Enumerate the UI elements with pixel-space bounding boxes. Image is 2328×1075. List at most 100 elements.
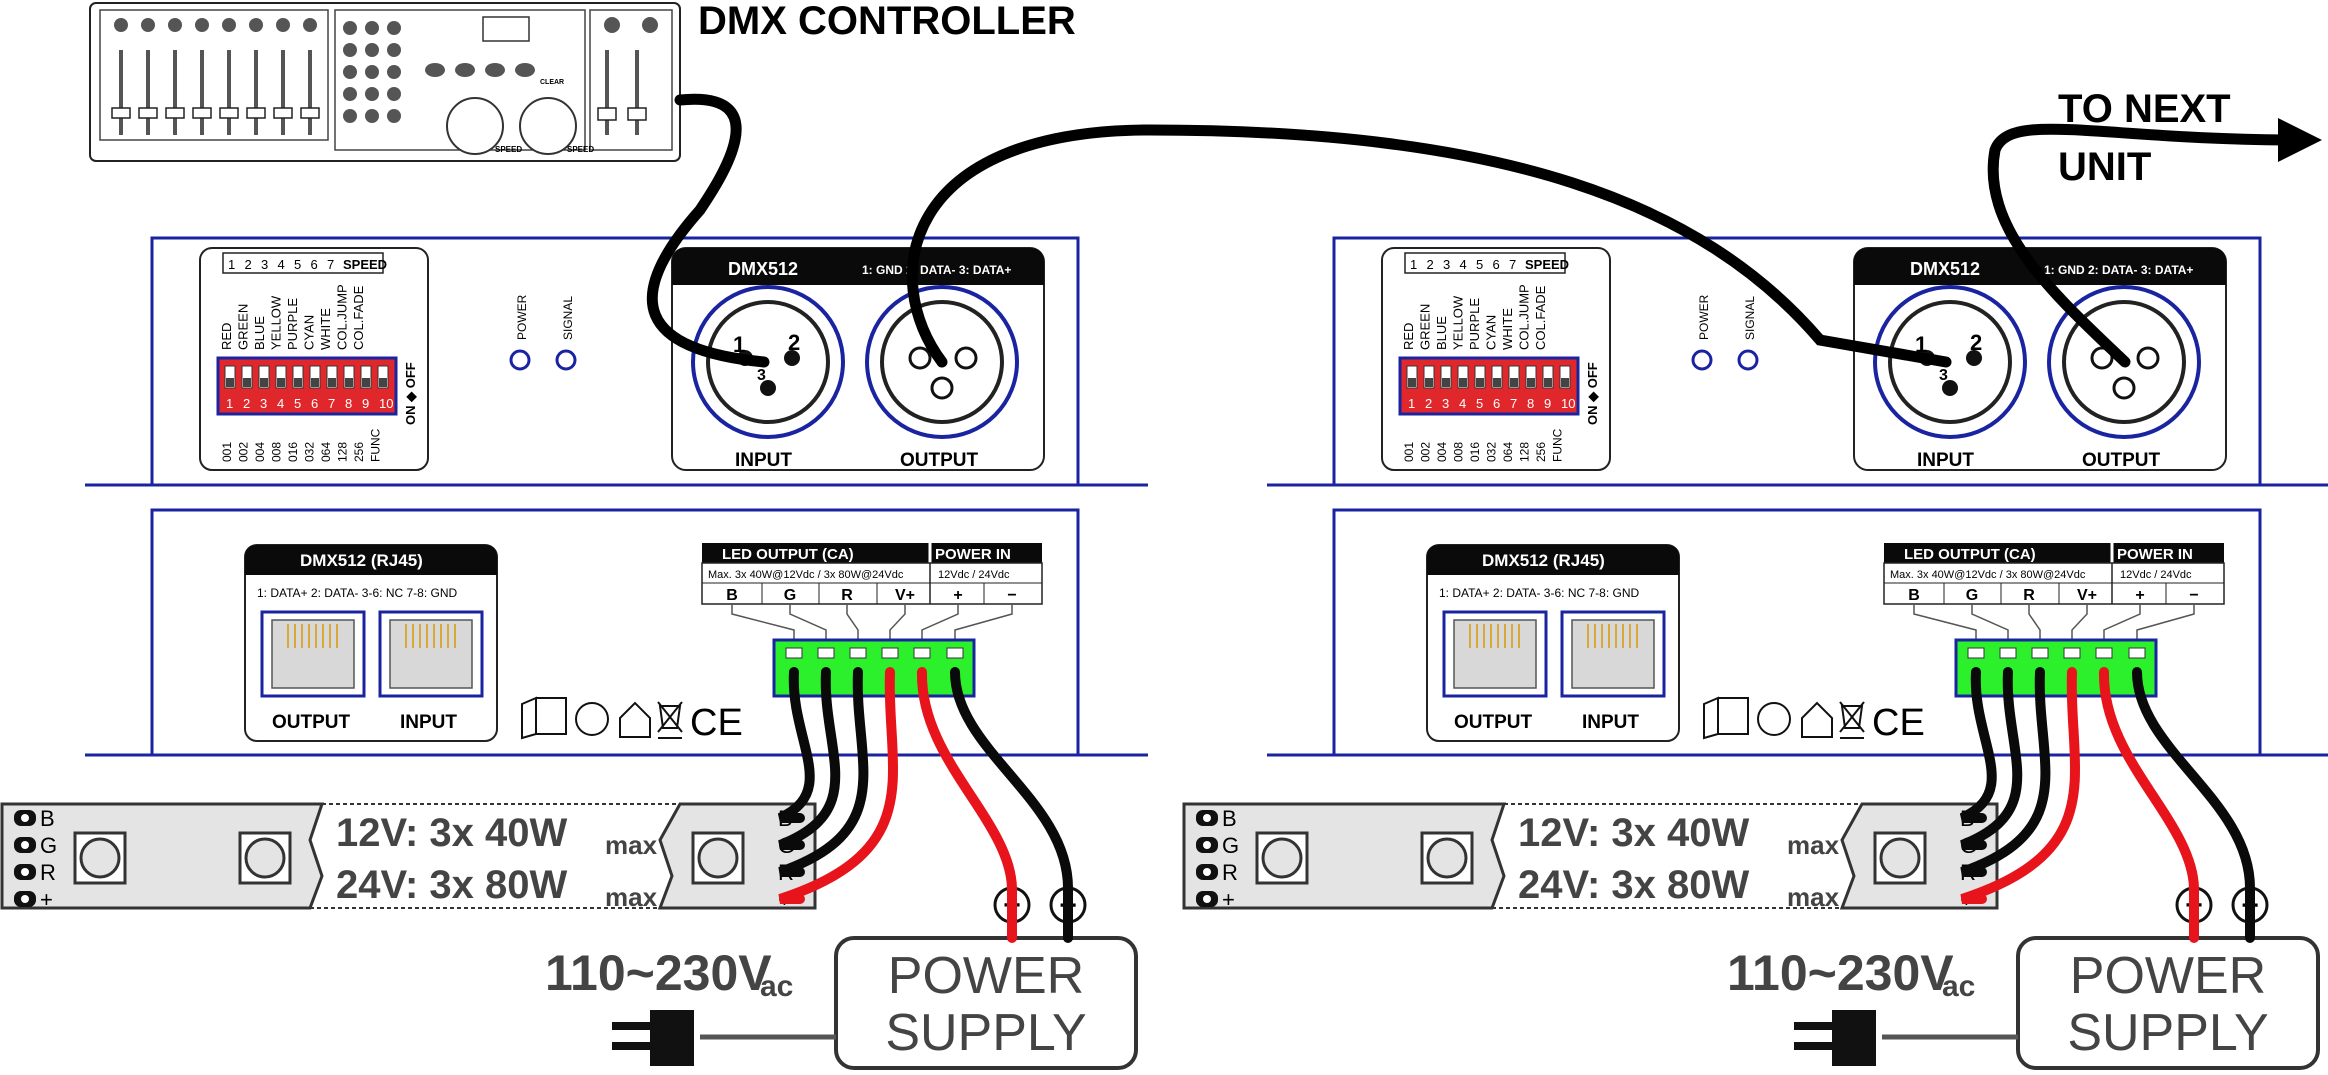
controller-button-icon: [249, 18, 263, 32]
dip-switch-toggle[interactable]: [1542, 365, 1554, 389]
dip-switch-toggle[interactable]: [224, 365, 236, 389]
xlr-pin-number: 1: [1915, 332, 1927, 357]
unit2-output-to-next-unit-cable: [1987, 117, 2322, 368]
dip-switch-number: 10: [379, 396, 393, 411]
controller-button-icon: [303, 18, 317, 32]
dip-function-number: 6: [1493, 257, 1500, 272]
controller-fader-knob: [192, 107, 212, 119]
dip-switch-toggle[interactable]: [258, 365, 270, 389]
rj45-panel: DMX512 (RJ45)1: DATA+ 2: DATA- 3-6: NC 7…: [244, 544, 498, 742]
unit1-output-to-unit2-input-cable: [906, 124, 1952, 368]
dip-switch-toggle[interactable]: [292, 365, 304, 389]
manual-icon: [521, 696, 567, 740]
dip-switch-toggle[interactable]: [1406, 365, 1418, 389]
terminal-screw-icon: [913, 647, 931, 659]
dip-switch-toggle[interactable]: [1525, 365, 1537, 389]
terminal-label: G: [1966, 587, 1978, 604]
rj45-input-label: INPUT: [400, 712, 457, 733]
dip-switch-number: 6: [1493, 396, 1500, 411]
dip-address-value: 032: [1485, 442, 1499, 462]
next-unit-label-line1: TO NEXT: [2058, 87, 2231, 131]
controller-fader-track: [281, 50, 285, 135]
dip-address-value: 128: [1518, 442, 1532, 462]
dip-switch-number: 5: [1476, 396, 1483, 411]
led-wiring: [777, 667, 1073, 943]
dip-switch-number: 6: [311, 396, 318, 411]
dip-address-value: FUNC: [369, 428, 383, 462]
dip-address-value: 064: [1501, 442, 1515, 462]
controller-function-key-icon: [455, 63, 475, 77]
top-panel-outline: [1332, 236, 2262, 485]
power-supply-box: [2016, 936, 2320, 1070]
dip-switch-toggle[interactable]: [1491, 365, 1503, 389]
dip-switch-number: 8: [345, 396, 352, 411]
terminal-label: V+: [895, 587, 915, 604]
xlr-pinout: 1: GND 2: DATA- 3: DATA+: [862, 263, 1011, 277]
wire: [778, 667, 869, 877]
controller-function-key-icon: [485, 63, 505, 77]
dip-function-number: 4: [278, 257, 285, 272]
power-supply-line2: SUPPLY: [885, 1004, 1086, 1062]
terminal-screw-icon: [2095, 647, 2113, 659]
strip-spec-24v: 24V: 3x 80W: [336, 863, 567, 907]
dip-speed-label: SPEED: [1525, 257, 1569, 272]
strip-pad-label: G: [1222, 833, 1239, 858]
dip-switch-toggle[interactable]: [241, 365, 253, 389]
wire: [2098, 667, 2199, 943]
dip-switch-number: 10: [1561, 396, 1575, 411]
controller-to-unit1-input-cable: [646, 93, 770, 368]
dip-switch-toggle[interactable]: [343, 365, 355, 389]
wire: [1960, 667, 2081, 904]
wire: [778, 667, 899, 904]
dip-switch-toggle[interactable]: [360, 365, 372, 389]
rj45-output-label: OUTPUT: [272, 712, 351, 733]
power-led-icon: [1691, 349, 1713, 371]
dip-switch-number: 7: [1510, 396, 1517, 411]
rj45-input-label: INPUT: [1582, 712, 1639, 733]
indoor-use-icon: [575, 702, 609, 736]
terminal-screw-icon: [881, 647, 899, 659]
controller-speed-label-right: SPEED: [567, 145, 594, 154]
dip-switch-toggle[interactable]: [326, 365, 338, 389]
dip-switch-toggle[interactable]: [275, 365, 287, 389]
dip-switch-toggle[interactable]: [1508, 365, 1520, 389]
xlr-input-label: INPUT: [1917, 450, 1974, 471]
strip-spec-24v: 24V: 3x 80W: [1518, 863, 1749, 907]
dip-switch-toggle[interactable]: [377, 365, 389, 389]
rj45-pinout: 1: DATA+ 2: DATA- 3-6: NC 7-8: GND: [257, 586, 457, 600]
controller-key-icon: [387, 109, 401, 123]
output-terminal-block[interactable]: [1954, 638, 2158, 698]
dip-color-label: CYAN: [1484, 315, 1499, 350]
dip-switch-toggle[interactable]: [1474, 365, 1486, 389]
dip-switch-number: 3: [260, 396, 267, 411]
dip-switch-toggle[interactable]: [1423, 365, 1435, 389]
strip-pad-label: B: [1222, 806, 1237, 831]
dip-switch-toggle[interactable]: [1559, 365, 1571, 389]
terminal-screw-icon: [849, 647, 867, 659]
xlr-input-pin-icon: [784, 350, 800, 366]
xlr-input-pin-icon: [1966, 350, 1982, 366]
dip-switch-toggle[interactable]: [309, 365, 321, 389]
dip-address-value: 008: [270, 442, 284, 462]
dip-address-value: 032: [303, 442, 317, 462]
controller-key-icon: [387, 43, 401, 57]
strip-pad-label: R: [40, 860, 56, 885]
dip-switch-number: 9: [1544, 396, 1551, 411]
controller-fader-knob: [138, 107, 158, 119]
controller-master-track: [635, 50, 639, 135]
dip-switch-number: 4: [277, 396, 284, 411]
house-icon: [1801, 701, 1833, 738]
dip-switch-toggle[interactable]: [1457, 365, 1469, 389]
controller-button-icon: [276, 18, 290, 32]
dip-color-label: WHITE: [1500, 308, 1515, 350]
controller-key-icon: [387, 87, 401, 101]
dip-switch-toggle[interactable]: [1440, 365, 1452, 389]
dip-address-value: 016: [1468, 442, 1482, 462]
dip-color-label: PURPLE: [1467, 298, 1482, 350]
terminal-label: V+: [2077, 587, 2097, 604]
dip-on-off-label: ON ◆ OFF: [403, 362, 418, 425]
output-terminal-block[interactable]: [772, 638, 976, 698]
